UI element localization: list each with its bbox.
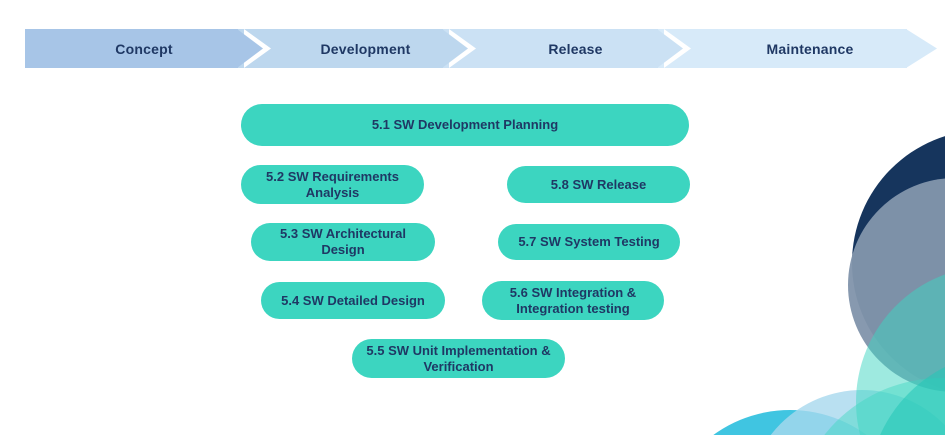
phase-label-release: Release (548, 40, 603, 57)
step-label: 5.2 SW Requirements Analysis (266, 168, 399, 200)
step-pill-5-7: 5.7 SW System Testing (498, 224, 680, 260)
step-pill-5-6: 5.6 SW Integration & Integration testing (482, 281, 664, 320)
step-label: 5.6 SW Integration & Integration testing (509, 284, 637, 316)
decor-circle-teal-3 (868, 352, 945, 435)
phase-label-maintenance: Maintenance (766, 40, 854, 57)
phase-label-concept: Concept (115, 40, 173, 57)
phase-banner: Concept Development Release Maintenance (0, 29, 945, 68)
decor-circle-light-blue (747, 390, 945, 435)
step-pill-5-2: 5.2 SW Requirements Analysis (241, 165, 424, 204)
step-label: 5.3 SW Architectural Design (280, 226, 406, 257)
phase-label-development: Development (320, 40, 411, 57)
step-pill-5-1: 5.1 SW Development Planning (241, 104, 689, 146)
step-pill-5-4: 5.4 SW Detailed Design (261, 282, 445, 319)
decor-circle-cyan (660, 410, 920, 435)
step-label: 5.8 SW Release (550, 176, 647, 192)
phase-segment-maintenance (658, 29, 907, 68)
phase-segment-development (238, 29, 443, 68)
phase-segment-release (443, 29, 658, 68)
step-label: 5.5 SW Unit Implementation & Verificatio… (366, 342, 551, 374)
decor-circle-teal-1 (856, 266, 945, 435)
step-pill-5-3: 5.3 SW Architectural Design (251, 223, 435, 261)
decor-circle-navy (852, 130, 945, 396)
step-label: 5.4 SW Detailed Design (281, 292, 425, 308)
decor-circle-teal-2 (792, 378, 945, 435)
step-label: 5.1 SW Development Planning (371, 117, 559, 132)
step-label: 5.7 SW System Testing (518, 234, 660, 249)
step-pill-5-5: 5.5 SW Unit Implementation & Verificatio… (352, 339, 565, 378)
phase-segment-concept (25, 29, 238, 68)
decor-circle-gray (848, 178, 945, 392)
step-pill-5-8: 5.8 SW Release (507, 166, 690, 203)
